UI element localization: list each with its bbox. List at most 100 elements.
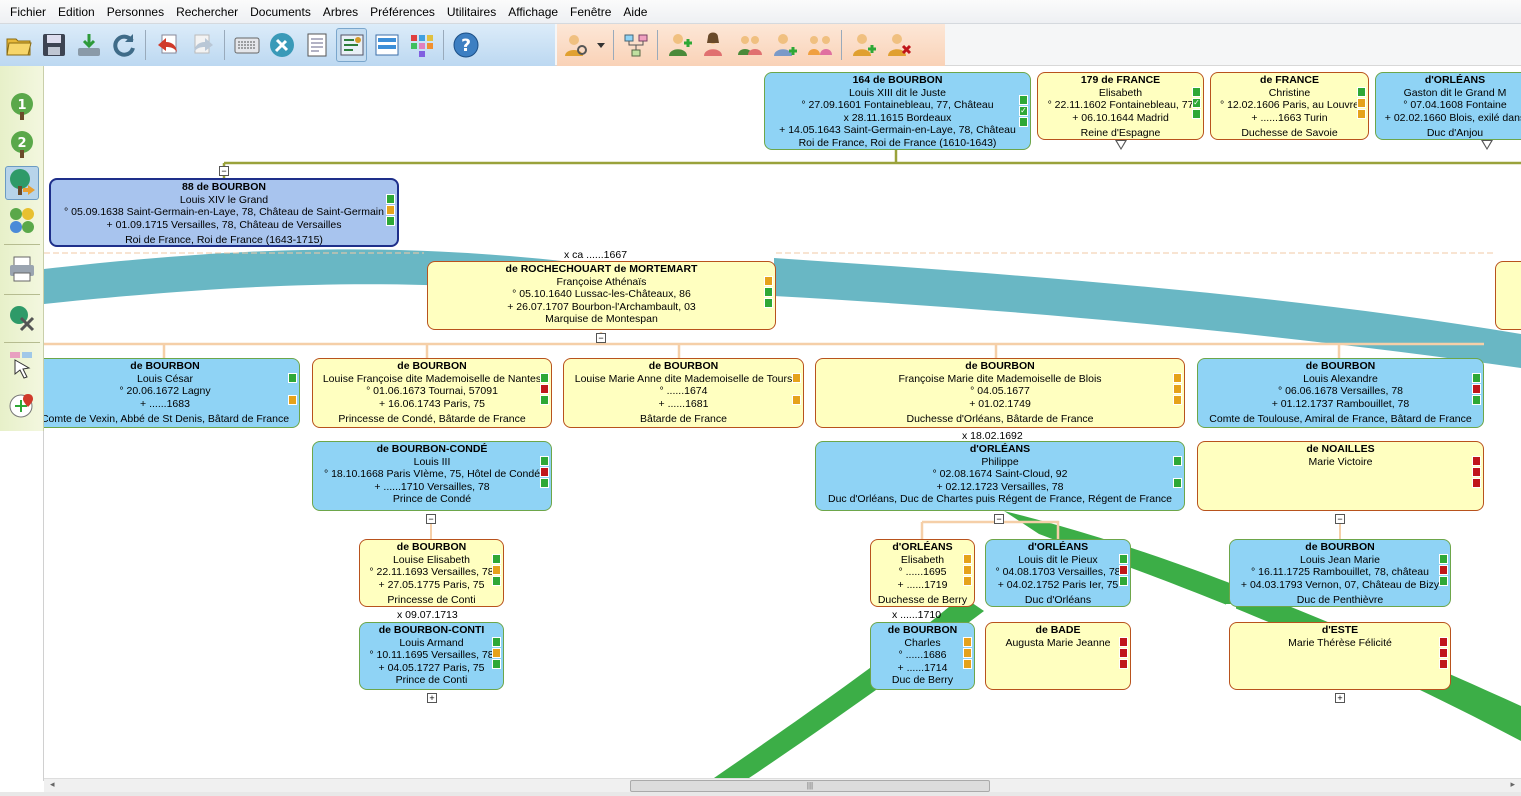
person-given-name: Louis III xyxy=(413,455,451,468)
tree-1-label: 1 xyxy=(17,98,26,113)
person-surname: de BOURBON xyxy=(648,360,719,372)
add-parents-icon[interactable] xyxy=(734,28,765,62)
add-spouse-icon[interactable] xyxy=(769,28,800,62)
person-card-louis-cesar[interactable]: de BOURBON Louis César ° 20.06.1672 Lagn… xyxy=(44,358,300,428)
expand-toggle[interactable]: + xyxy=(1335,693,1345,703)
person-card-noailles[interactable]: de NOAILLES Marie Victoire xyxy=(1197,441,1484,511)
person-card-louis-pieux[interactable]: d'ORLÉANS Louis dit le Pieux ° 04.08.170… xyxy=(985,539,1131,607)
notes-icon[interactable] xyxy=(301,28,332,62)
dropdown-arrow-icon[interactable] xyxy=(595,28,607,62)
add-mother-icon[interactable] xyxy=(699,28,730,62)
tree-2-icon[interactable]: 2 xyxy=(5,128,39,162)
person-birth: ° 05.09.1638 Saint-Germain-en-Laye, 78, … xyxy=(64,206,384,218)
menu-edition[interactable]: Edition xyxy=(58,4,95,19)
person-card-elisabeth[interactable]: 179 de FRANCE Elisabeth ° 22.11.1602 Fon… xyxy=(1037,72,1204,140)
open-folder-icon[interactable] xyxy=(3,28,34,62)
scroll-right-icon[interactable]: ▸ xyxy=(1510,779,1515,789)
tree-canvas[interactable]: 164 de BOURBON Louis XIII dit le Juste °… xyxy=(44,66,1521,778)
menu-aide[interactable]: Aide xyxy=(623,4,648,19)
print-icon[interactable] xyxy=(5,252,39,286)
toolbar-separator xyxy=(657,30,658,60)
help-icon[interactable]: ? xyxy=(450,28,481,62)
undo-icon[interactable] xyxy=(152,28,183,62)
person-death: + 01.12.1737 Rambouillet, 78 xyxy=(1271,397,1410,410)
colors-icon[interactable] xyxy=(406,28,437,62)
person-card-blois[interactable]: de BOURBON Françoise Marie dite Mademois… xyxy=(815,358,1185,428)
person-card-tours[interactable]: de BOURBON Louise Marie Anne dite Mademo… xyxy=(563,358,804,428)
menu-fenetre[interactable]: Fenêtre xyxy=(570,4,612,19)
person-card-louis14[interactable]: 88 de BOURBON Louis XIV le Grand ° 05.09… xyxy=(49,178,399,247)
collapse-toggle[interactable]: − xyxy=(426,514,436,524)
redo-icon[interactable] xyxy=(187,28,218,62)
add-child-icon[interactable] xyxy=(804,28,835,62)
import-icon[interactable] xyxy=(73,28,104,62)
person-card-conde[interactable]: de BOURBON-CONDÉ Louis III ° 18.10.1668 … xyxy=(312,441,552,511)
menu-personnes[interactable]: Personnes xyxy=(106,4,165,19)
person-surname: de BOURBON xyxy=(397,360,467,372)
collapse-toggle[interactable]: − xyxy=(596,333,606,343)
family-icon[interactable] xyxy=(5,204,39,238)
expand-arrow-icon[interactable] xyxy=(1115,140,1127,150)
person-card-charles[interactable]: de BOURBON Charles ° ......1686 + ......… xyxy=(870,622,975,690)
person-card-nantes[interactable]: de BOURBON Louise Françoise dite Mademoi… xyxy=(312,358,552,428)
collapse-toggle[interactable]: − xyxy=(219,166,229,176)
search-person-icon[interactable] xyxy=(560,28,591,62)
person-death: + ......1714 xyxy=(897,661,948,674)
settings-panel-icon[interactable] xyxy=(336,28,367,62)
person-card-louis13[interactable]: 164 de BOURBON Louis XIII dit le Juste °… xyxy=(764,72,1031,150)
person-card-berry-elisabeth[interactable]: d'ORLÉANS Elisabeth ° ......1695 + .....… xyxy=(870,539,975,607)
save-icon[interactable] xyxy=(38,28,69,62)
add-person-icon[interactable] xyxy=(848,28,879,62)
person-given-name: Louis XIV le Grand xyxy=(179,193,269,206)
expand-toggle[interactable]: + xyxy=(427,693,437,703)
person-card-bade[interactable]: de BADE Augusta Marie Jeanne xyxy=(985,622,1131,690)
menu-documents[interactable]: Documents xyxy=(250,4,311,19)
person-death: + 04.03.1793 Vernon, 07, Château de Bizy xyxy=(1240,578,1440,591)
menu-arbres[interactable]: Arbres xyxy=(322,4,359,19)
expand-arrow-icon[interactable] xyxy=(1481,140,1493,150)
check-icon: ✓ xyxy=(1019,106,1028,116)
person-birth: ° 20.06.1672 Lagny xyxy=(119,385,211,397)
menu-rechercher[interactable]: Rechercher xyxy=(176,4,239,19)
person-title: Reine d'Espagne xyxy=(1080,127,1161,139)
person-surname: de BOURBON-CONDÉ xyxy=(376,443,488,455)
tree-back-icon[interactable] xyxy=(5,166,39,200)
person-card-louise-elisabeth[interactable]: de BOURBON Louise Elisabeth ° 22.11.1693… xyxy=(359,539,504,607)
person-given-name: Louis Armand xyxy=(399,636,464,649)
person-card-toulouse[interactable]: de BOURBON Louis Alexandre ° 06.06.1678 … xyxy=(1197,358,1484,428)
layout-icon[interactable] xyxy=(371,28,402,62)
delete-person-icon[interactable] xyxy=(883,28,914,62)
collapse-toggle[interactable]: − xyxy=(1335,514,1345,524)
source-markers xyxy=(1119,554,1128,586)
horizontal-scrollbar[interactable]: ◂ ||| ▸ xyxy=(44,778,1521,792)
marriage-label: x 09.07.1713 xyxy=(397,609,458,621)
menu-fichier[interactable]: Fichier xyxy=(10,4,47,19)
scroll-left-icon[interactable]: ◂ xyxy=(50,779,55,789)
person-card-conti[interactable]: de BOURBON-CONTI Louis Armand ° 10.11.16… xyxy=(359,622,504,690)
person-surname: 179 de FRANCE xyxy=(1080,74,1161,86)
person-card-este[interactable]: d'ESTE Marie Thérèse Félicité xyxy=(1229,622,1451,690)
tree-view-icon[interactable] xyxy=(620,28,651,62)
collapse-toggle[interactable]: − xyxy=(994,514,1004,524)
source-markers xyxy=(1472,373,1481,405)
person-card-penthievre[interactable]: de BOURBON Louis Jean Marie ° 16.11.1725… xyxy=(1229,539,1451,607)
scrollbar-thumb[interactable]: ||| xyxy=(630,780,990,792)
menu-preferences[interactable]: Préférences xyxy=(370,4,435,19)
person-card-philippe[interactable]: d'ORLÉANS Philippe ° 02.08.1674 Saint-Cl… xyxy=(815,441,1185,511)
person-surname: de ROCHECHOUART de MORTEMART xyxy=(505,263,698,275)
add-father-icon[interactable] xyxy=(664,28,695,62)
person-card-partial[interactable] xyxy=(1495,261,1521,330)
map-icon[interactable] xyxy=(5,388,39,422)
person-birth: ° 16.11.1725 Rambouillet, 78, château xyxy=(1251,566,1429,578)
menu-utilitaires[interactable]: Utilitaires xyxy=(446,4,497,19)
tools-icon[interactable] xyxy=(266,28,297,62)
tree-tools-icon[interactable] xyxy=(5,302,39,336)
keyboard-icon[interactable] xyxy=(231,28,262,62)
person-card-gaston[interactable]: d'ORLÉANS Gaston dit le Grand M ° 07.04.… xyxy=(1375,72,1521,140)
pointer-icon[interactable] xyxy=(5,348,39,382)
person-card-montespan[interactable]: de ROCHECHOUART de MORTEMART Françoise A… xyxy=(427,261,776,330)
tree-1-icon[interactable]: 1 xyxy=(5,90,39,124)
refresh-icon[interactable] xyxy=(108,28,139,62)
menu-affichage[interactable]: Affichage xyxy=(508,4,559,19)
person-card-christine[interactable]: de FRANCE Christine ° 12.02.1606 Paris, … xyxy=(1210,72,1369,140)
